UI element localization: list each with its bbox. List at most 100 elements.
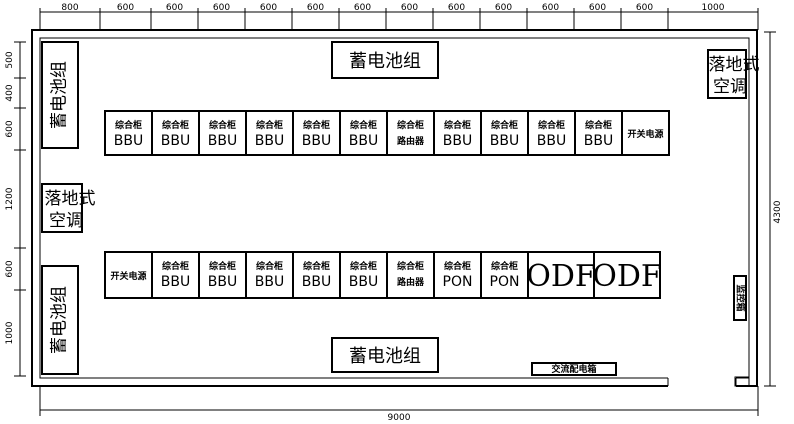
- odf-label: ODF: [592, 259, 661, 294]
- cabinet-type-label: 综合柜: [444, 119, 471, 131]
- battery-left-bottom-label: 蓄电池组: [50, 286, 70, 354]
- cabinet-box: [480, 251, 529, 299]
- ac-distribution-box: [531, 362, 617, 376]
- monitor-box-label: 监控箱: [735, 284, 747, 311]
- monitor-box: [733, 275, 747, 321]
- ac-right: [707, 49, 747, 99]
- ac-left: [41, 183, 83, 233]
- cabinet-box: [433, 251, 482, 299]
- door-opening: [668, 376, 736, 388]
- cabinet-box: [480, 110, 529, 156]
- ac-left-line1: 落地式: [45, 189, 96, 209]
- cabinet-equipment-label: BBU: [161, 133, 190, 149]
- cabinet-type-label: 综合柜: [115, 119, 142, 131]
- cabinet-box: [386, 251, 435, 299]
- cabinet-equipment-label: BBU: [161, 274, 190, 290]
- cabinet-box: [198, 110, 247, 156]
- cabinet-type-label: 综合柜: [444, 260, 471, 272]
- cabinet-type-label: 综合柜: [209, 119, 236, 131]
- cabinet-equipment-label: 路由器: [397, 276, 425, 288]
- top-dimension-label: 600: [166, 3, 183, 13]
- battery-bottom-label: 蓄电池组: [349, 346, 421, 367]
- top-dimension-label: 600: [542, 3, 559, 13]
- top-dimension-label: 600: [354, 3, 371, 13]
- cabinet-equipment-label: BBU: [349, 133, 378, 149]
- top-dimension-label: 600: [589, 3, 606, 13]
- cabinet-row-1: 综合柜BBU综合柜BBU综合柜BBU综合柜BBU综合柜BBU综合柜BBU综合柜路…: [104, 110, 670, 156]
- bottom-dimension-label: 9000: [388, 413, 411, 423]
- cabinet-type-label: 综合柜: [350, 260, 377, 272]
- cabinet: 综合柜 BBU: [198, 110, 247, 156]
- room-inner-wall: [39, 37, 750, 379]
- cabinet-type-label: 综合柜: [350, 119, 377, 131]
- cabinet: 综合柜 BBU: [574, 110, 623, 156]
- left-dimension-label: 500: [5, 51, 15, 68]
- cabinet-row-2: 开关电源综合柜BBU综合柜BBU综合柜BBU综合柜BBU综合柜BBU综合柜路由器…: [104, 251, 662, 299]
- cabinet: 综合柜 PON: [433, 251, 482, 299]
- cabinet-box: [198, 251, 247, 299]
- cabinet-box: [339, 110, 388, 156]
- cabinet-equipment-label: BBU: [584, 133, 613, 149]
- top-dimension-label: 800: [61, 3, 78, 13]
- cabinet-box: [104, 251, 153, 299]
- cabinet-box: [621, 110, 670, 156]
- battery-left-top: [41, 41, 79, 149]
- cabinet-equipment-label: 路由器: [397, 135, 425, 147]
- cabinet-box: [245, 110, 294, 156]
- top-dimension-label: 1000: [702, 3, 725, 13]
- ac-right-line2: 空调: [713, 77, 747, 97]
- ac-distribution-box-label: 交流配电箱: [551, 363, 596, 375]
- left-dimension-label: 600: [5, 260, 15, 277]
- cabinet-type-label: 综合柜: [491, 119, 518, 131]
- cabinet-type-label: 综合柜: [397, 260, 424, 272]
- left-dimension-label: 1200: [5, 187, 15, 210]
- odf-label: ODF: [526, 259, 595, 294]
- cabinet-box: [104, 110, 153, 156]
- left-dimension-ticks: [14, 41, 26, 377]
- ac-left-line2: 空调: [49, 211, 83, 231]
- cabinet-equipment-label: BBU: [208, 133, 237, 149]
- cabinet-box: [245, 251, 294, 299]
- battery-left-top-label: 蓄电池组: [50, 61, 70, 129]
- power-supply-label: 开关电源: [627, 128, 663, 140]
- cabinet-box: [339, 251, 388, 299]
- cabinet-equipment-label: BBU: [349, 274, 378, 290]
- cabinet-box: [292, 110, 341, 156]
- cabinet-equipment-label: PON: [443, 274, 473, 290]
- cabinet-type-label: 综合柜: [538, 119, 565, 131]
- cabinet-equipment-label: BBU: [208, 274, 237, 290]
- top-dimension-label: 600: [307, 3, 324, 13]
- cabinet-equipment-label: BBU: [302, 274, 331, 290]
- top-dimension-label: 600: [117, 3, 134, 13]
- cabinet-equipment-label: BBU: [302, 133, 331, 149]
- cabinet-box: [593, 251, 661, 299]
- cabinet-equipment-label: PON: [490, 274, 520, 290]
- room-outer-wall: [31, 29, 758, 387]
- cabinet-type-label: 综合柜: [491, 260, 518, 272]
- cabinet-box: [527, 251, 595, 299]
- ac-right-line1: 落地式: [709, 55, 760, 75]
- cabinet: 开关电源: [621, 110, 670, 156]
- battery-top: [331, 41, 439, 79]
- cabinet-type-label: 综合柜: [585, 119, 612, 131]
- left-dimension-label: 1000: [5, 321, 15, 344]
- door-post: [734, 376, 750, 387]
- cabinet: 开关电源: [104, 251, 153, 299]
- cabinet: 综合柜 PON: [480, 251, 529, 299]
- cabinet: ODF: [592, 251, 662, 299]
- cabinet-type-label: 综合柜: [162, 260, 189, 272]
- cabinet-type-label: 综合柜: [256, 260, 283, 272]
- cabinet-type-label: 综合柜: [397, 119, 424, 131]
- battery-top-label: 蓄电池组: [349, 51, 421, 72]
